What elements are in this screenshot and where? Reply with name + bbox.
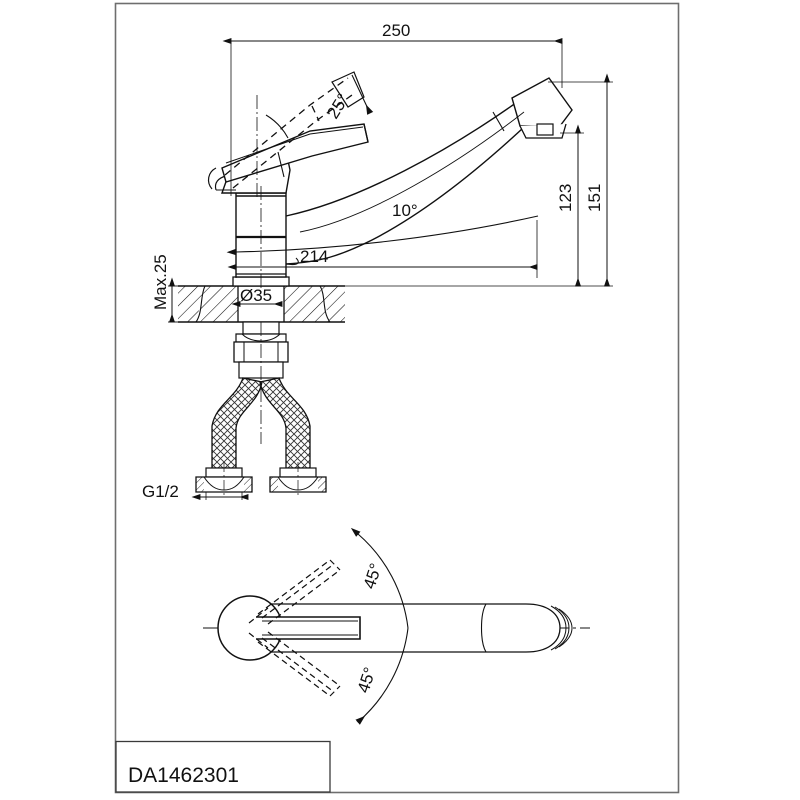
- dim-label-dia35: Ø35: [240, 286, 272, 305]
- plan-phantom-up-center: [261, 563, 335, 619]
- spout-crease: [299, 111, 525, 233]
- title-block-border: [115, 740, 331, 793]
- lever-top-crease: [225, 126, 364, 164]
- plan-phantom-up-cap: [329, 559, 341, 571]
- lever-phantom-bottom-edge: [232, 94, 353, 189]
- under-deck-assembly: [195, 321, 327, 497]
- hose-right-nut-knurl-a: [270, 477, 278, 492]
- swivel-arc-upper: [350, 527, 409, 629]
- plan-lever-swivel-up: [248, 559, 341, 625]
- sheet-frame: [114, 2, 680, 794]
- plan-phantom-up-edge-b: [267, 569, 341, 625]
- dim-label-214: 214: [300, 247, 328, 266]
- lever-hub-seam: [277, 151, 285, 178]
- lever-raised-phantom: [224, 77, 353, 189]
- dim-label-25deg: 25°: [323, 90, 353, 122]
- dim-supply-thread: G1/2: [142, 482, 249, 501]
- supply-hose-left: [211, 377, 263, 469]
- lever-phantom-top-edge: [224, 77, 349, 176]
- plan-phantom-dn-center: [261, 637, 335, 693]
- plan-aerator-ring-1: [550, 605, 567, 651]
- lever-end-cap: [363, 123, 369, 143]
- plan-phantom-dn-cap: [329, 685, 341, 697]
- plan-lever-slot: [256, 616, 361, 640]
- dim-mounting-hole: Ø35: [231, 286, 283, 308]
- plan-lever-outline: [256, 616, 361, 640]
- aerator-outlet: [536, 123, 554, 136]
- plan-phantom-up-hub: [248, 607, 269, 624]
- lever-phantom-end-cap: [311, 105, 320, 122]
- spout-sweep-trace: 10°: [226, 201, 539, 256]
- top-plan-view: 45° 45°: [203, 527, 590, 725]
- hose-left-nut-knurl-a: [196, 477, 204, 492]
- title-block: DA1462301: [115, 740, 331, 793]
- angle-arc-25: [265, 114, 289, 139]
- dim-label-45deg-upper: 45°: [360, 561, 386, 591]
- dim-label-45deg-lower: 45°: [354, 665, 380, 695]
- dim-label-10deg: 10°: [392, 201, 418, 220]
- lever-raised-skirt: [207, 167, 217, 190]
- dim-label-g12: G1/2: [142, 482, 179, 501]
- plan-phantom-dn-edge-a: [257, 641, 331, 697]
- lever-handle-assembly: [214, 123, 369, 194]
- dim-label-151: 151: [585, 184, 604, 212]
- spout-top-edge: [285, 85, 546, 217]
- part-number-label: DA1462301: [128, 764, 239, 787]
- plan-lever-swivel-down: [248, 631, 341, 697]
- lever-raised-outline: [207, 71, 365, 190]
- dim-label-250: 250: [382, 21, 410, 40]
- plan-phantom-dn-edge-b: [267, 631, 341, 687]
- swivel-arc-lower: [355, 627, 409, 725]
- hose-right-nut-knurl-b: [318, 477, 326, 492]
- angle-leader-25: [351, 74, 374, 115]
- hose-left-nut-knurl-b: [244, 477, 252, 492]
- spout-bottom-edge: [285, 111, 541, 265]
- supply-hose-right: [259, 377, 311, 469]
- side-elevation-view: Max.25 Ø35: [142, 21, 613, 501]
- spout-head: [511, 77, 573, 127]
- lever-raised-tip: [331, 71, 365, 108]
- dim-label-max25: Max.25: [151, 254, 170, 310]
- spout-collar-line: [492, 111, 505, 132]
- counter-break-line-right: [319, 285, 331, 323]
- dim-overall-reach: 250: [222, 21, 563, 196]
- lever-arm: [221, 123, 369, 183]
- dim-overall-height: 151: [345, 73, 613, 287]
- plan-spout-collar: [480, 603, 487, 653]
- spout: [285, 77, 573, 266]
- plan-aerator-ring-2: [554, 606, 570, 650]
- plan-aerator-ring-3: [558, 608, 573, 648]
- plan-phantom-up-edge-a: [257, 559, 331, 615]
- plan-spout-outline: [267, 603, 561, 653]
- frame-border: [114, 2, 680, 794]
- dim-countertop-thickness: Max.25: [151, 254, 178, 323]
- dim-label-123: 123: [556, 184, 575, 212]
- dim-spout-reach: 214: [227, 220, 538, 278]
- sweep-arc-10deg: [226, 215, 539, 256]
- dim-spout-height: 123: [556, 124, 584, 287]
- plan-phantom-dn-hub: [248, 632, 269, 649]
- plan-spout-body: [267, 603, 573, 653]
- counter-break-line-left: [195, 285, 206, 323]
